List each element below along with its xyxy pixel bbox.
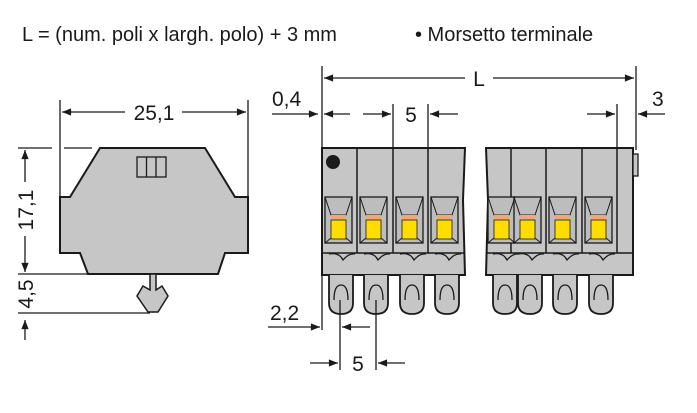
- side-view: 25,1 17,1 4,5: [15, 100, 249, 340]
- solder-pin: [328, 275, 354, 315]
- clamp-notch: [434, 252, 462, 262]
- pin-offset-dimension: 2,2: [270, 302, 299, 325]
- formula-text: L = (num. poli x largh. polo) + 3 mm: [22, 24, 337, 46]
- clamp-notch: [517, 252, 545, 262]
- solder-pin: [492, 275, 518, 315]
- push-button-actuator[interactable]: [436, 219, 453, 240]
- solder-pin: [399, 275, 425, 315]
- din-rail-foot: [136, 273, 169, 313]
- clamp-notch: [588, 252, 616, 262]
- length-dimension: L: [473, 68, 485, 91]
- actuator-stripe: [591, 215, 606, 219]
- push-button-actuator[interactable]: [554, 219, 571, 240]
- clamp-notch: [399, 252, 427, 262]
- note-text: • Morsetto terminale: [415, 24, 593, 46]
- actuator-stripe: [366, 215, 381, 219]
- end-dimension: 3: [652, 88, 664, 111]
- push-button-actuator[interactable]: [590, 219, 607, 240]
- polarity-dot: [326, 155, 340, 169]
- front-view: L 0,4 5 3 2,2 5: [268, 66, 665, 376]
- actuator-stripe: [555, 215, 570, 219]
- push-button-actuator[interactable]: [493, 219, 510, 240]
- marker-slot-icon: [136, 156, 167, 178]
- actuator-stripe: [494, 215, 509, 219]
- height-dimension: 17,1: [15, 190, 38, 231]
- side-housing: [59, 147, 249, 275]
- clamp-notch: [492, 252, 520, 262]
- clamp-notch: [328, 252, 356, 262]
- actuator-stripe: [402, 215, 417, 219]
- actuator-stripe: [437, 215, 452, 219]
- actuator-stripe: [331, 215, 346, 219]
- actuator-stripe: [520, 215, 535, 219]
- pitch-bottom-dimension: 5: [352, 353, 364, 376]
- end-plate-lip: [632, 153, 639, 177]
- clamp-notch: [552, 252, 580, 262]
- push-button-actuator[interactable]: [365, 219, 382, 240]
- clamp-notch: [363, 252, 391, 262]
- width-dimension: 25,1: [134, 102, 175, 125]
- foot-dimension: 4,5: [15, 279, 38, 308]
- push-button-actuator[interactable]: [330, 219, 347, 240]
- pitch-top-dimension: 5: [405, 104, 417, 127]
- push-button-actuator[interactable]: [401, 219, 418, 240]
- solder-pin: [517, 275, 543, 315]
- solder-pin: [434, 275, 460, 315]
- offset-left-dimension: 0,4: [272, 88, 302, 111]
- push-button-actuator[interactable]: [519, 219, 536, 240]
- solder-pin: [588, 275, 614, 315]
- solder-pin: [552, 275, 578, 315]
